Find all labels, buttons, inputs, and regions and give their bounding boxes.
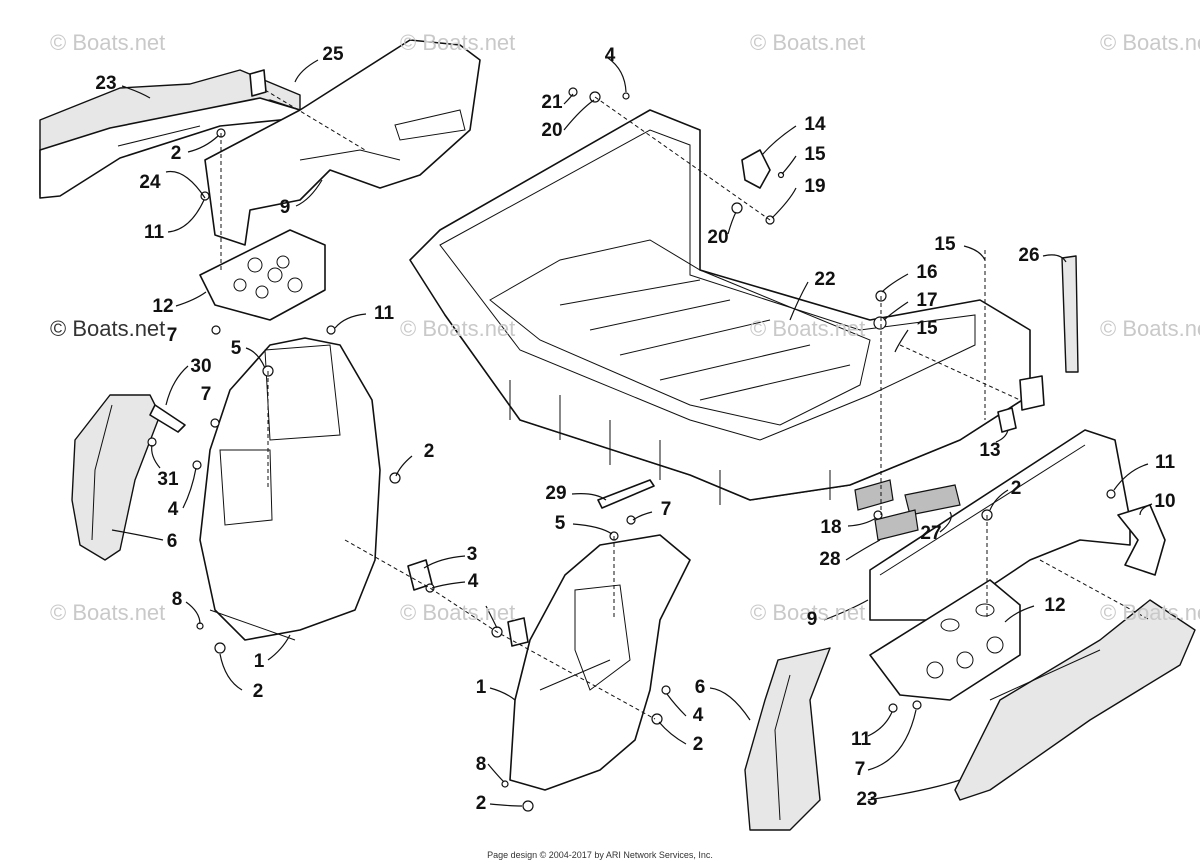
part-9-left-panel[interactable]: [204, 39, 481, 246]
callout-3[interactable]: 3: [466, 544, 478, 565]
callout-2[interactable]: 2: [475, 793, 487, 814]
callout-6[interactable]: 6: [166, 531, 178, 552]
callout-13[interactable]: 13: [979, 440, 1001, 461]
part-12-right-bracket[interactable]: [869, 579, 1021, 701]
callout-2[interactable]: 2: [423, 441, 435, 462]
watermark: © Boats.net: [1100, 30, 1200, 55]
callout-16[interactable]: 16: [916, 262, 938, 283]
callout-5[interactable]: 5: [554, 513, 566, 534]
part-14-latch[interactable]: [741, 149, 771, 189]
callout-23[interactable]: 23: [95, 73, 117, 94]
callout-4[interactable]: 4: [467, 571, 479, 592]
part-1-left-fender[interactable]: [199, 337, 381, 641]
callout-19[interactable]: 19: [804, 176, 826, 197]
page-footer: Page design © 2004-2017 by ARI Network S…: [487, 850, 713, 860]
callout-23[interactable]: 23: [856, 789, 878, 810]
callout-11[interactable]: 11: [850, 729, 872, 750]
part-12-left-bracket[interactable]: [199, 229, 326, 321]
callout-28[interactable]: 28: [819, 549, 841, 570]
callout-29[interactable]: 29: [545, 483, 567, 504]
callout-12[interactable]: 12: [1044, 595, 1066, 616]
callout-7[interactable]: 7: [200, 384, 212, 405]
callout-1[interactable]: 1: [253, 651, 265, 672]
part-9-right-panel[interactable]: [869, 429, 1131, 621]
part-15-mount[interactable]: [1019, 375, 1045, 411]
watermark: © Boats.net: [400, 600, 516, 625]
callout-11[interactable]: 11: [1154, 452, 1176, 473]
part-3-clamp-right[interactable]: [507, 617, 529, 647]
callout-15[interactable]: 15: [934, 234, 956, 255]
callout-20[interactable]: 20: [541, 120, 563, 141]
callout-7[interactable]: 7: [854, 759, 866, 780]
watermark: © Boats.net: [400, 316, 516, 341]
callout-2[interactable]: 2: [252, 681, 264, 702]
callout-24[interactable]: 24: [139, 172, 161, 193]
callout-2[interactable]: 2: [1010, 478, 1022, 499]
part-27-pad[interactable]: [904, 484, 961, 516]
callout-4[interactable]: 4: [604, 45, 616, 66]
part-26-strip[interactable]: [1061, 255, 1079, 373]
callout-7[interactable]: 7: [660, 499, 672, 520]
callout-4[interactable]: 4: [692, 705, 704, 726]
callout-20[interactable]: 20: [707, 227, 729, 248]
part-6-right-flap[interactable]: [744, 647, 831, 831]
part-25-bracket[interactable]: [249, 69, 267, 97]
callout-4[interactable]: 4: [167, 499, 179, 520]
callout-30[interactable]: 30: [190, 356, 212, 377]
callout-8[interactable]: 8: [171, 589, 183, 610]
hardware: [147, 87, 1116, 812]
part-23-right-trim[interactable]: [954, 599, 1196, 801]
callout-2[interactable]: 2: [170, 143, 182, 164]
callout-5[interactable]: 5: [230, 338, 242, 359]
callout-27[interactable]: 27: [920, 523, 942, 544]
leader-lines: [111, 57, 1153, 807]
callout-10[interactable]: 10: [1154, 491, 1176, 512]
callout-15[interactable]: 15: [804, 144, 826, 165]
assembly-lines: [220, 89, 1151, 720]
watermark: © Boats.net: [50, 600, 166, 625]
callout-26[interactable]: 26: [1018, 245, 1040, 266]
callout-14[interactable]: 14: [804, 114, 826, 135]
watermark: © Boats.net: [50, 30, 166, 55]
callout-12[interactable]: 12: [152, 296, 174, 317]
watermark: © Boats.net: [750, 600, 866, 625]
callout-25[interactable]: 25: [322, 44, 344, 65]
callout-9[interactable]: 9: [279, 197, 291, 218]
part-28-pad[interactable]: [874, 509, 919, 541]
callout-8[interactable]: 8: [475, 754, 487, 775]
part-29-rod[interactable]: [597, 479, 655, 509]
watermark: © Boats.net: [1100, 600, 1200, 625]
part-18-pad[interactable]: [854, 479, 894, 511]
watermark: © Boats.net: [750, 316, 866, 341]
callout-7[interactable]: 7: [166, 325, 178, 346]
callout-1[interactable]: 1: [475, 677, 487, 698]
watermark: © Boats.net: [1100, 316, 1200, 341]
watermark: © Boats.net: [750, 30, 866, 55]
callout-18[interactable]: 18: [820, 517, 842, 538]
callout-15[interactable]: 15: [916, 318, 938, 339]
watermark-overlay: © Boats.net: [50, 316, 166, 341]
callout-11[interactable]: 11: [373, 303, 395, 324]
callout-22[interactable]: 22: [814, 269, 836, 290]
callout-9[interactable]: 9: [806, 609, 818, 630]
callout-6[interactable]: 6: [694, 677, 706, 698]
part-30-clip[interactable]: [149, 404, 186, 433]
watermark: © Boats.net: [400, 30, 516, 55]
callout-2[interactable]: 2: [692, 734, 704, 755]
callout-17[interactable]: 17: [916, 290, 938, 311]
part-1-right-fender[interactable]: [509, 534, 691, 791]
callout-31[interactable]: 31: [157, 469, 179, 490]
part-13-latch[interactable]: [997, 407, 1017, 433]
callout-11[interactable]: 11: [143, 222, 165, 243]
part-6-left-flap[interactable]: [71, 394, 161, 561]
callout-21[interactable]: 21: [541, 92, 563, 113]
